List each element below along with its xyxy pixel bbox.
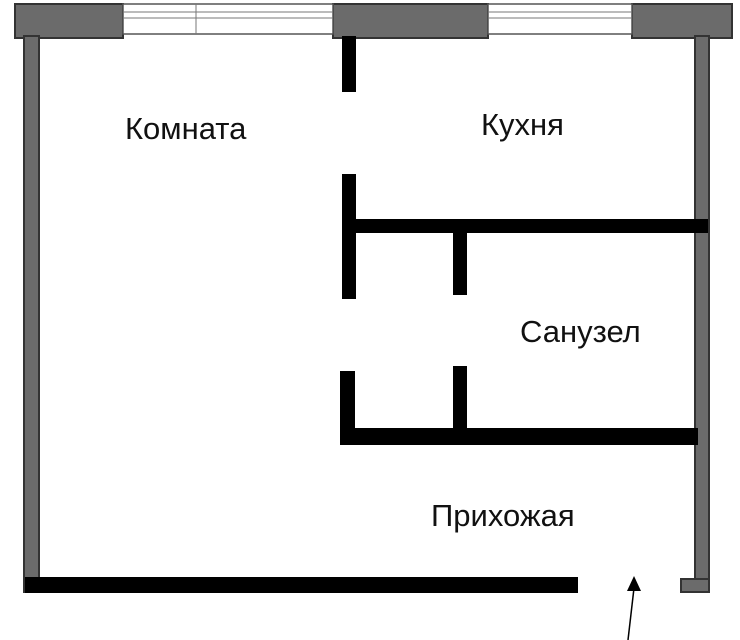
room-label-prikhozhaya: Прихожая [431, 498, 575, 533]
outer-wall-top-left [14, 3, 124, 39]
room-label-komnata: Комната [125, 111, 247, 146]
outer-wall-right [694, 35, 710, 593]
outer-wall-left [23, 35, 40, 593]
wall-room-kitchen-lower [342, 174, 356, 299]
wall-bathroom-stub-lower [453, 366, 467, 428]
window-left [122, 3, 334, 35]
wall-bathroom-hallway [340, 428, 698, 445]
wall-kitchen-bathroom [356, 219, 708, 233]
wall-room-kitchen-upper [342, 36, 356, 92]
wall-bottom [25, 577, 578, 593]
outer-wall-bottom-right [680, 578, 710, 593]
wall-room-hallway-vertical [340, 371, 355, 445]
room-label-kukhnya: Кухня [481, 107, 564, 142]
window-right [487, 3, 633, 35]
outer-wall-top-middle [332, 3, 489, 39]
wall-bathroom-stub-upper [453, 233, 467, 295]
outer-wall-top-right [631, 3, 733, 39]
entrance-arrow-icon [627, 576, 641, 640]
room-label-sanuzel: Санузел [520, 314, 641, 349]
